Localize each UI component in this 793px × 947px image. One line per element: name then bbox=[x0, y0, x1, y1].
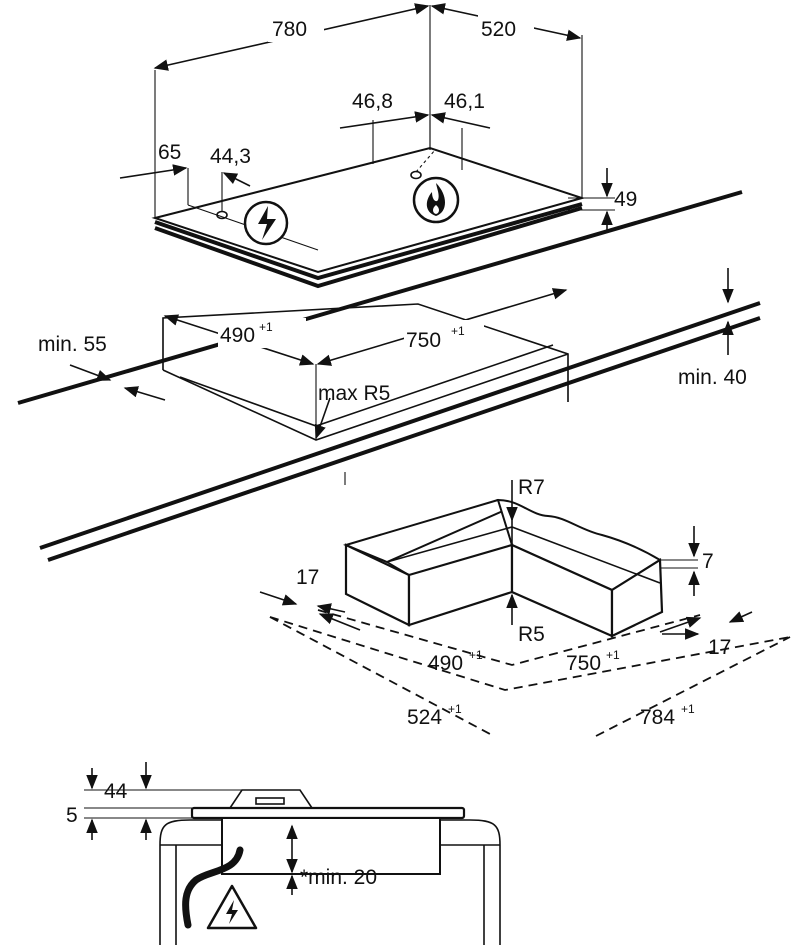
dim-front-clearance-min-55: min. 55 bbox=[38, 333, 107, 356]
dim-frame-inner-depth-490: 490 bbox=[428, 652, 463, 675]
dim-burner-left-46-8: 46,8 bbox=[352, 90, 393, 113]
label-r7: R7 bbox=[518, 476, 545, 499]
svg-text:+1: +1 bbox=[681, 702, 695, 716]
dim-burner-right-46-1: 46,1 bbox=[444, 90, 485, 113]
dim-cutout-depth-490: 490 bbox=[220, 324, 255, 347]
dim-depth-520: 520 bbox=[481, 18, 516, 41]
frame-corner-detail: R7 R5 7 17 17 490 +1 750 +1 524 +1 784 +… bbox=[259, 476, 791, 737]
dim-cutout-width-750: 750 bbox=[406, 329, 441, 352]
dim-frame-outer-width-784: 784 bbox=[640, 706, 675, 729]
svg-text:+1: +1 bbox=[259, 320, 273, 334]
dim-clearance-min-20: *min. 20 bbox=[300, 866, 377, 889]
electric-warning-icon bbox=[206, 884, 258, 930]
dim-total-height-44: 44 bbox=[104, 780, 128, 803]
svg-text:+1: +1 bbox=[469, 648, 483, 662]
worktop-cutout: 490 +1 750 +1 min. 55 min. 40 max R5 bbox=[17, 190, 761, 562]
dim-left-offset-65: 65 bbox=[158, 141, 181, 164]
dim-frame-inner-width-750: 750 bbox=[566, 652, 601, 675]
hob-top-view: 780 520 65 44,3 46,8 46,1 49 bbox=[119, 3, 637, 289]
dim-margin-right-17: 17 bbox=[708, 636, 731, 659]
svg-text:+1: +1 bbox=[606, 648, 620, 662]
label-max-r5: max R5 bbox=[318, 382, 390, 405]
dim-height-49: 49 bbox=[614, 188, 637, 211]
gas-flame-icon bbox=[412, 176, 460, 224]
dim-margin-left-17: 17 bbox=[296, 566, 319, 589]
side-section-view: 44 5 *min. 20 bbox=[66, 762, 501, 945]
hob-front-edge bbox=[154, 202, 583, 281]
svg-text:+1: +1 bbox=[448, 702, 462, 716]
left-knob-dot bbox=[216, 210, 228, 220]
dim-back-clearance-min-40: min. 40 bbox=[678, 366, 747, 389]
dim-knob-offset-44-3: 44,3 bbox=[210, 145, 251, 168]
dim-frame-outer-depth-524: 524 bbox=[407, 706, 442, 729]
svg-text:+1: +1 bbox=[451, 324, 465, 338]
dim-step-7: 7 bbox=[702, 550, 714, 573]
label-r5: R5 bbox=[518, 623, 545, 646]
electric-lightning-icon bbox=[243, 200, 289, 246]
dim-width-780: 780 bbox=[272, 18, 307, 41]
dim-plate-height-5: 5 bbox=[66, 804, 78, 827]
